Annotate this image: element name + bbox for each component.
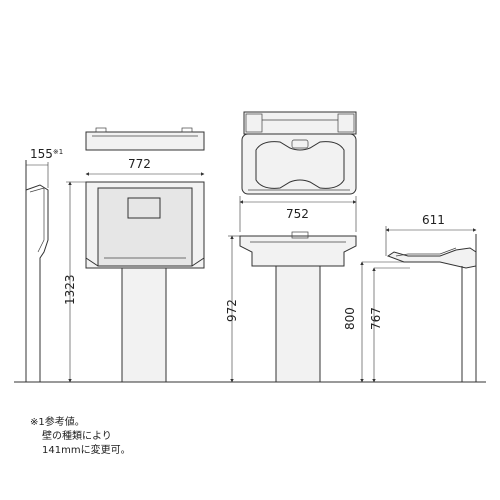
open-plan-tray	[241, 133, 357, 195]
closed-cabinet-panel	[97, 187, 193, 267]
closed-pedestal	[121, 267, 167, 383]
closed-cabinet-label-plate	[127, 197, 161, 219]
open-plan-hinge-right	[337, 113, 355, 133]
open-side-tray	[386, 247, 477, 269]
open-front-tray	[239, 235, 357, 267]
footnote-line-2: 壁の種類により	[42, 431, 112, 442]
dim-752-label: 752	[286, 207, 309, 221]
side-inner-profile	[29, 187, 45, 253]
dim-972-label: 972	[225, 299, 239, 322]
open-plan-top	[243, 111, 357, 135]
front-view-closed: 1323 772	[63, 127, 205, 383]
side-profile	[25, 184, 49, 382]
closed-cabinet-corners	[85, 257, 205, 267]
closed-plan-top	[85, 131, 205, 151]
open-pedestal	[275, 265, 321, 383]
dim-767-label: 767	[369, 307, 383, 330]
dim-155-label: 155※1	[30, 147, 63, 161]
dim-772-label: 772	[128, 157, 151, 171]
open-plan-tray-hollow	[255, 141, 345, 189]
footnote-line-1: ※1参考値。	[30, 417, 85, 428]
open-plan-hinge-left	[245, 113, 263, 133]
closed-plan-tab-right	[181, 127, 193, 133]
front-view-open: 752 972	[225, 111, 357, 383]
dim-800-label: 800	[343, 307, 357, 330]
closed-plan-tab-left	[95, 127, 107, 133]
side-view-open: 611 800 767	[343, 213, 477, 383]
open-plan-tray-hook	[291, 139, 309, 149]
open-front-hook	[291, 231, 309, 239]
footnote: ※1参考値。 壁の種類により 141mmに変更可。	[30, 416, 131, 458]
footnote-line-3: 141mmに変更可。	[42, 445, 131, 456]
open-side-tray-rim	[395, 247, 457, 257]
dim-1323-label: 1323	[63, 274, 77, 305]
dim-611-label: 611	[422, 213, 445, 227]
side-view-closed: 155※1	[25, 147, 63, 382]
